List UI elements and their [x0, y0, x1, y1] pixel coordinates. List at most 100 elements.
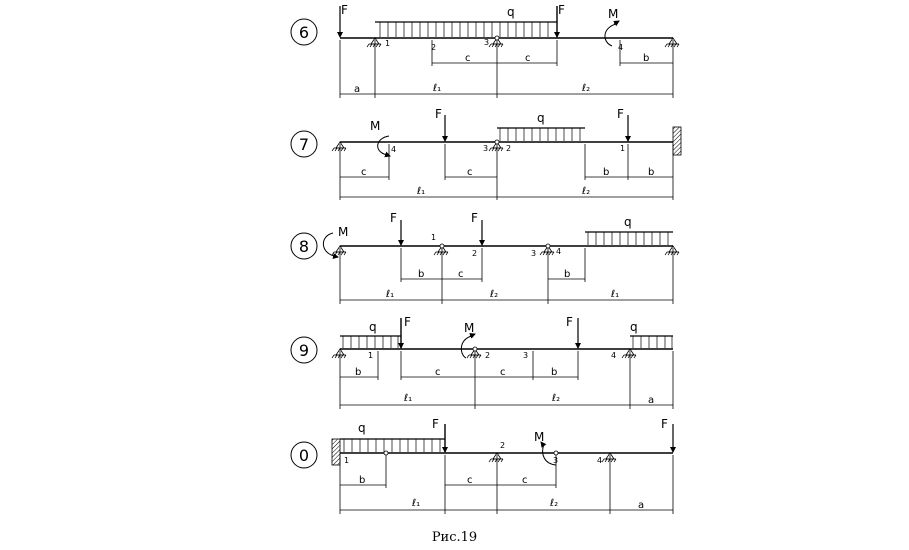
dim-label: b: [564, 269, 570, 280]
distributed-load: [375, 21, 557, 37]
scheme-number-circle: [290, 336, 318, 364]
force-label: F: [617, 107, 624, 121]
dim-label: b: [418, 269, 424, 280]
dim-label: ℓ₂: [582, 83, 590, 94]
moment-label: M: [338, 225, 348, 239]
force-label: F: [566, 315, 573, 329]
dimension-lines: [339, 351, 674, 409]
pin-support: [621, 348, 637, 359]
pin-support: [331, 348, 347, 359]
point-label: 2: [431, 43, 436, 52]
force-label: F: [432, 417, 439, 431]
moment-arrowhead: [469, 333, 476, 339]
pin-support: [601, 452, 617, 463]
point-label: 4: [618, 43, 623, 52]
dim-label: c: [500, 367, 506, 378]
point-label: 1: [344, 456, 349, 465]
point-label: 3: [553, 456, 558, 465]
scheme-number: 6: [299, 23, 309, 42]
load-label: q: [507, 5, 515, 19]
dim-label: ℓ₂: [582, 186, 590, 197]
dim-label: b: [355, 367, 361, 378]
dim-label: ℓ₁: [417, 186, 425, 197]
moment-label: M: [464, 321, 474, 335]
scheme-number-circle: [290, 18, 318, 46]
dim-label: ℓ₁: [433, 83, 441, 94]
hinge: [545, 243, 551, 249]
scheme-7: 7 M F q F 4 3 2 1: [290, 107, 682, 200]
dim-label: b: [359, 475, 365, 486]
scheme-number-circle: [290, 441, 318, 469]
dim-label: ℓ₂: [552, 393, 560, 404]
scheme-number-circle: [290, 130, 318, 158]
hinge: [494, 35, 500, 41]
dim-label: c: [467, 167, 473, 178]
force-label: F: [661, 417, 668, 431]
scheme-number-circle: [290, 232, 318, 260]
point-label: 2: [500, 441, 505, 450]
dim-label: ℓ₁: [412, 498, 420, 509]
fixed-support: [672, 126, 682, 156]
point-label: 2: [472, 249, 477, 258]
dim-label: c: [458, 269, 464, 280]
point-label: 2: [485, 351, 490, 360]
scheme-number: 9: [299, 341, 309, 360]
scheme-6: 6 F q F M 1 2 3 4: [290, 3, 680, 98]
dim-label: ℓ₁: [404, 393, 412, 404]
pin-support: [664, 245, 680, 256]
pin-support: [366, 37, 382, 48]
moment-arrowhead: [540, 441, 547, 448]
point-label: 3: [484, 38, 489, 47]
dim-label: ℓ₁: [386, 289, 394, 300]
moment-label: M: [608, 7, 618, 21]
hinge: [439, 243, 445, 249]
dimension-lines: [339, 248, 674, 304]
pin-support: [331, 141, 347, 152]
moment-label: M: [534, 430, 544, 444]
point-label: 3: [483, 144, 488, 153]
pin-support: [488, 452, 504, 463]
moment-label: M: [370, 119, 380, 133]
moment-arc: [604, 23, 617, 47]
figure-caption: Рис.19: [431, 530, 478, 545]
point-label: 1: [385, 39, 390, 48]
point-label: 4: [391, 145, 396, 154]
dim-label: c: [361, 167, 367, 178]
dimension-lines: [339, 455, 674, 514]
dim-label: b: [648, 167, 654, 178]
hinge: [383, 450, 389, 456]
dim-label: ℓ₁: [611, 289, 619, 300]
distributed-load: [630, 335, 673, 348]
force-label: F: [435, 107, 442, 121]
dim-label: c: [467, 475, 473, 486]
pin-support: [331, 245, 347, 256]
force-label: F: [558, 3, 565, 17]
point-label: 1: [431, 233, 436, 242]
point-label: 4: [597, 456, 602, 465]
scheme-9: 9 q F M F q 1 2 3 4: [290, 315, 674, 409]
dim-label: b: [603, 167, 609, 178]
dim-label: ℓ₂: [490, 289, 498, 300]
dimension-lines: [339, 144, 674, 200]
pin-support: [664, 37, 680, 48]
distributed-load: [340, 438, 445, 452]
dim-label: b: [643, 53, 649, 64]
moment-arc: [460, 335, 473, 359]
scheme-number: 0: [299, 446, 309, 465]
dim-label: ℓ₂: [550, 498, 558, 509]
force-label: F: [404, 315, 411, 329]
hinge: [472, 346, 478, 352]
load-label: q: [624, 215, 632, 229]
dim-label: b: [551, 367, 557, 378]
distributed-load: [340, 335, 401, 348]
dim-label: a: [354, 84, 360, 95]
distributed-load: [497, 127, 585, 141]
dim-label: a: [648, 395, 654, 406]
point-label: 1: [368, 351, 373, 360]
fixed-support: [331, 438, 341, 466]
dim-label: a: [638, 500, 644, 511]
scheme-number: 8: [299, 237, 309, 256]
hinge: [494, 139, 500, 145]
force-label: F: [390, 211, 397, 225]
